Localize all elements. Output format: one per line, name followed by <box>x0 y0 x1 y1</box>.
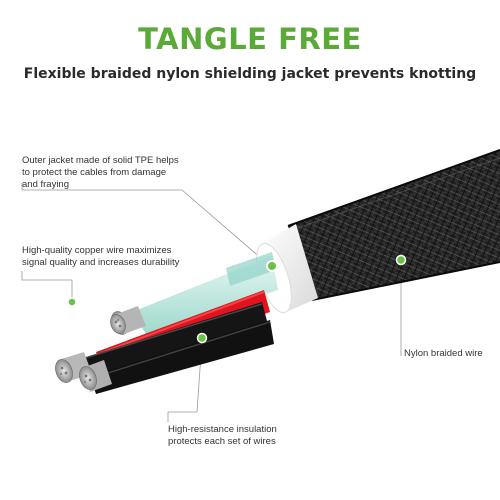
headline: TANGLE FREE <box>138 22 362 56</box>
callout-dots <box>67 254 407 344</box>
copper-ends <box>55 352 112 392</box>
leader-line-copper <box>21 271 73 300</box>
callout-dot-jacket <box>266 260 278 272</box>
callout-outer-jacket: Outer jacket made of solid TPE helps to … <box>22 155 179 190</box>
callout-dot-nylon <box>395 254 407 266</box>
callout-copper-wire: High-quality copper wire maximizes signa… <box>22 245 180 268</box>
callout-nylon-braid: Nylon braided wire <box>404 348 483 359</box>
leader-line-insulation <box>167 339 203 422</box>
subheadline: Flexible braided nylon shielding jacket … <box>23 66 477 82</box>
teal-wire <box>110 252 278 335</box>
leader-line-outer <box>21 183 271 267</box>
braided-cable <box>287 149 500 301</box>
black-wires <box>70 302 274 394</box>
leader-lines <box>21 183 402 422</box>
callout-insulation: High-resistance insulation protects each… <box>168 424 277 447</box>
callout-dot-insulation <box>196 332 208 344</box>
callout-dot-copper <box>67 297 77 307</box>
